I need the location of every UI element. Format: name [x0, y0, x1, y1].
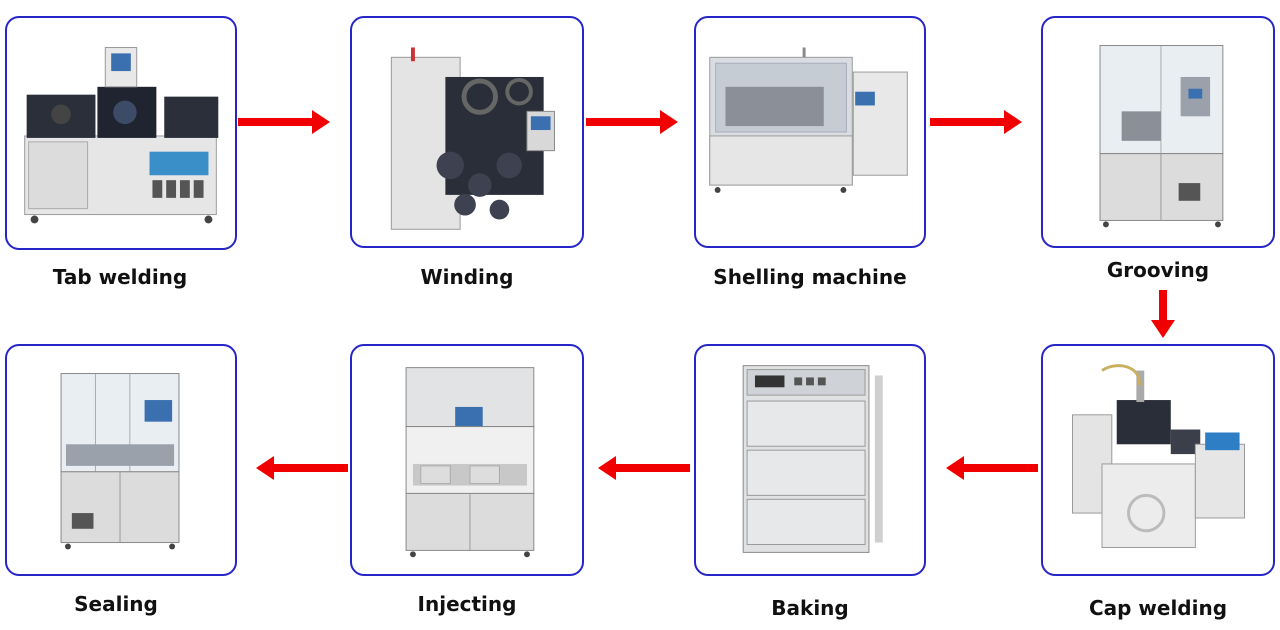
step-card-sealing — [5, 344, 237, 576]
arrow-left-icon — [256, 456, 348, 480]
flow-arrow-2-3 — [586, 110, 678, 134]
flow-arrow-7-8 — [256, 456, 348, 480]
tab-welding-machine-icon — [24, 47, 219, 224]
arrow-down-icon — [1151, 290, 1175, 338]
sealing-machine-icon — [60, 373, 180, 550]
flow-arrow-4-5 — [1151, 290, 1175, 338]
step-card-injecting — [350, 344, 584, 576]
arrow-right-icon — [930, 110, 1022, 134]
step-card-tab-welding — [5, 16, 237, 250]
arrow-left-icon — [598, 456, 690, 480]
flow-arrow-6-7 — [598, 456, 690, 480]
injecting-machine-icon — [405, 367, 535, 558]
shelling-machine-icon — [709, 47, 908, 193]
step-card-shelling-machine — [694, 16, 926, 248]
step-label-winding: Winding — [420, 265, 514, 289]
winding-machine-icon — [390, 47, 555, 230]
step-label-injecting: Injecting — [417, 592, 517, 616]
arrow-left-icon — [946, 456, 1038, 480]
arrow-right-icon — [238, 110, 330, 134]
flow-arrow-3-4 — [930, 110, 1022, 134]
step-card-cap-welding — [1041, 344, 1275, 576]
step-label-sealing: Sealing — [74, 592, 158, 616]
step-label-tab-welding: Tab welding — [52, 265, 188, 289]
flow-arrow-5-6 — [946, 456, 1038, 480]
cap-welding-machine-icon — [1072, 364, 1245, 548]
step-card-baking — [694, 344, 926, 576]
arrow-right-icon — [586, 110, 678, 134]
flow-arrow-1-2 — [238, 110, 330, 134]
baking-oven-icon — [742, 365, 883, 553]
step-label-baking: Baking — [771, 596, 849, 620]
grooving-machine-icon — [1099, 45, 1224, 228]
step-card-winding — [350, 16, 584, 248]
step-label-grooving: Grooving — [1106, 258, 1210, 282]
step-label-shelling-machine: Shelling machine — [713, 265, 907, 289]
step-card-grooving — [1041, 16, 1275, 248]
step-label-cap-welding: Cap welding — [1088, 596, 1228, 620]
